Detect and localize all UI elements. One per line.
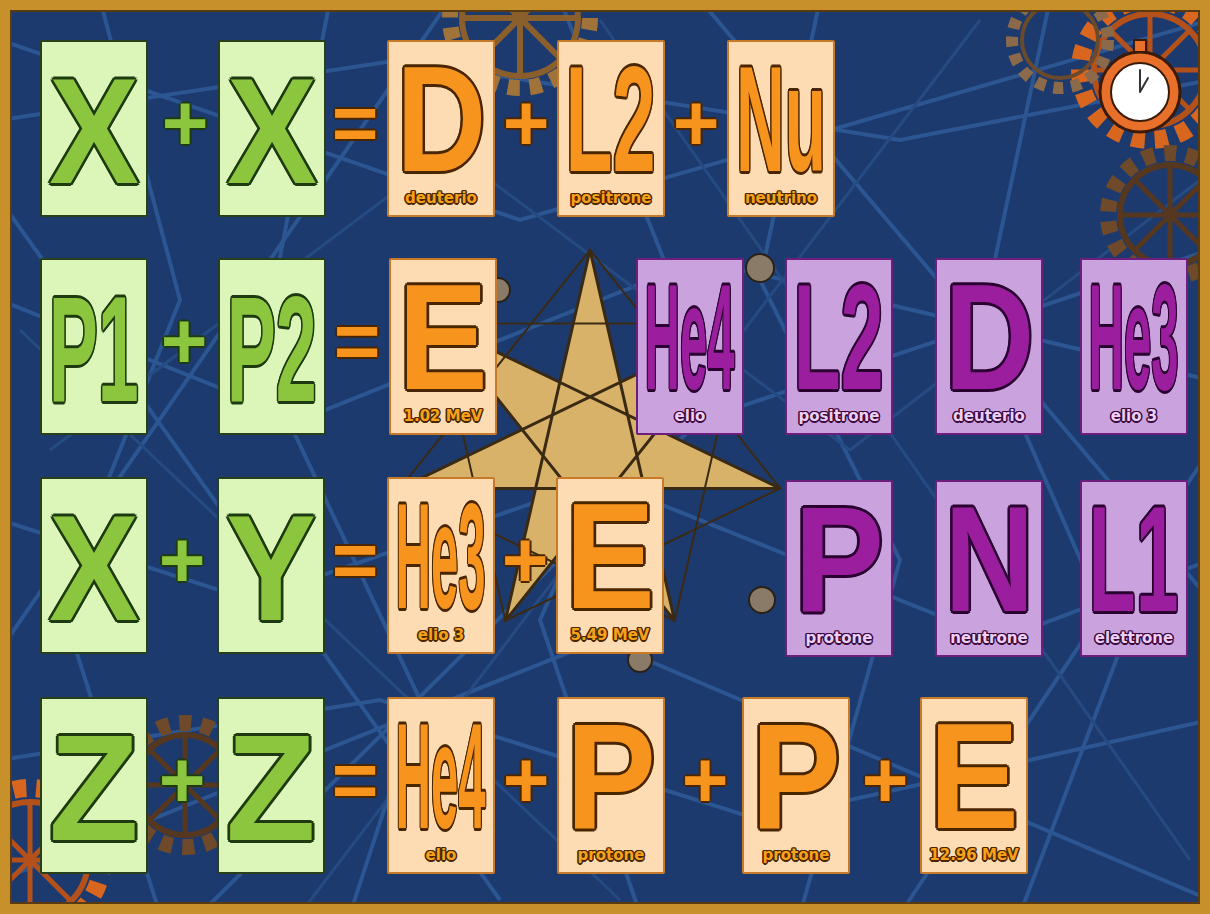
- element-symbol: P: [751, 701, 841, 851]
- element-card: Y: [217, 477, 325, 654]
- element-name: protone: [578, 847, 645, 864]
- element-symbol: E: [565, 481, 655, 631]
- element-card: Nneutrone: [935, 480, 1043, 657]
- element-card: He4elio: [636, 258, 744, 435]
- element-card: Pprotone: [785, 480, 893, 657]
- operator-sign: +: [673, 83, 720, 163]
- operator-sign: +: [682, 740, 729, 820]
- element-symbol: L1: [1089, 484, 1179, 634]
- element-name: elio 3: [418, 627, 464, 644]
- element-card: E12.96 MeV: [920, 697, 1028, 874]
- element-card: Z: [217, 697, 325, 874]
- element-card: L2positrone: [557, 40, 665, 217]
- element-symbol: L2: [566, 44, 656, 194]
- element-card: X: [40, 40, 148, 217]
- element-card: He3elio 3: [1080, 258, 1188, 435]
- element-symbol: Z: [49, 713, 139, 863]
- element-card: E1.02 MeV: [389, 258, 497, 435]
- operator-sign: +: [159, 520, 206, 600]
- element-card: P2: [218, 258, 326, 435]
- operator-sign: +: [502, 520, 549, 600]
- element-name: elio: [675, 408, 706, 425]
- element-name: deuterio: [405, 190, 477, 207]
- element-symbol: Y: [226, 493, 316, 643]
- element-card: P1: [40, 258, 148, 435]
- element-symbol: He4: [396, 701, 486, 851]
- element-symbol: E: [929, 701, 1019, 851]
- element-symbol: X: [49, 56, 139, 206]
- element-symbol: N: [944, 484, 1034, 634]
- element-symbol: He3: [396, 481, 486, 631]
- element-symbol: P: [794, 484, 884, 634]
- element-name: deuterio: [953, 408, 1025, 425]
- element-card: He3elio 3: [387, 477, 495, 654]
- element-card: Z: [40, 697, 148, 874]
- operator-sign: +: [503, 740, 550, 820]
- element-name: 12.96 MeV: [929, 847, 1018, 864]
- element-symbol: P1: [49, 274, 139, 424]
- element-name: 1.02 MeV: [404, 408, 483, 425]
- element-card: Ddeuterio: [935, 258, 1043, 435]
- element-card: Pprotone: [742, 697, 850, 874]
- operator-sign: +: [161, 301, 208, 381]
- element-symbol: D: [944, 262, 1034, 412]
- element-name: protone: [763, 847, 830, 864]
- element-symbol: D: [396, 44, 486, 194]
- element-name: protone: [806, 630, 873, 647]
- operator-sign: =: [332, 83, 379, 163]
- element-name: neutrone: [950, 630, 1027, 647]
- operator-sign: +: [159, 740, 206, 820]
- operator-sign: =: [332, 520, 379, 600]
- operator-sign: =: [334, 301, 381, 381]
- element-name: elettrone: [1095, 630, 1173, 647]
- element-card: Pprotone: [557, 697, 665, 874]
- operator-sign: +: [162, 83, 209, 163]
- element-card: He4elio: [387, 697, 495, 874]
- element-symbol: Z: [226, 713, 316, 863]
- element-name: elio: [426, 847, 457, 864]
- element-symbol: Nu: [736, 44, 826, 194]
- operator-sign: =: [332, 740, 379, 820]
- element-symbol: E: [398, 262, 488, 412]
- element-card: Ddeuterio: [387, 40, 495, 217]
- element-symbol: X: [49, 493, 139, 643]
- element-name: neutrino: [745, 190, 817, 207]
- element-symbol: He3: [1089, 262, 1179, 412]
- element-card: X: [218, 40, 326, 217]
- element-symbol: X: [227, 56, 317, 206]
- element-name: elio 3: [1111, 408, 1157, 425]
- element-symbol: He4: [645, 262, 735, 412]
- element-card: L2positrone: [785, 258, 893, 435]
- operator-sign: +: [862, 740, 909, 820]
- element-symbol: P: [566, 701, 656, 851]
- element-card: E5.49 MeV: [556, 477, 664, 654]
- operator-sign: +: [503, 83, 550, 163]
- element-name: positrone: [799, 408, 880, 425]
- element-card: X: [40, 477, 148, 654]
- element-card: Nuneutrino: [727, 40, 835, 217]
- element-symbol: P2: [227, 274, 317, 424]
- element-symbol: L2: [794, 262, 884, 412]
- element-name: positrone: [571, 190, 652, 207]
- element-name: 5.49 MeV: [571, 627, 650, 644]
- element-card: L1elettrone: [1080, 480, 1188, 657]
